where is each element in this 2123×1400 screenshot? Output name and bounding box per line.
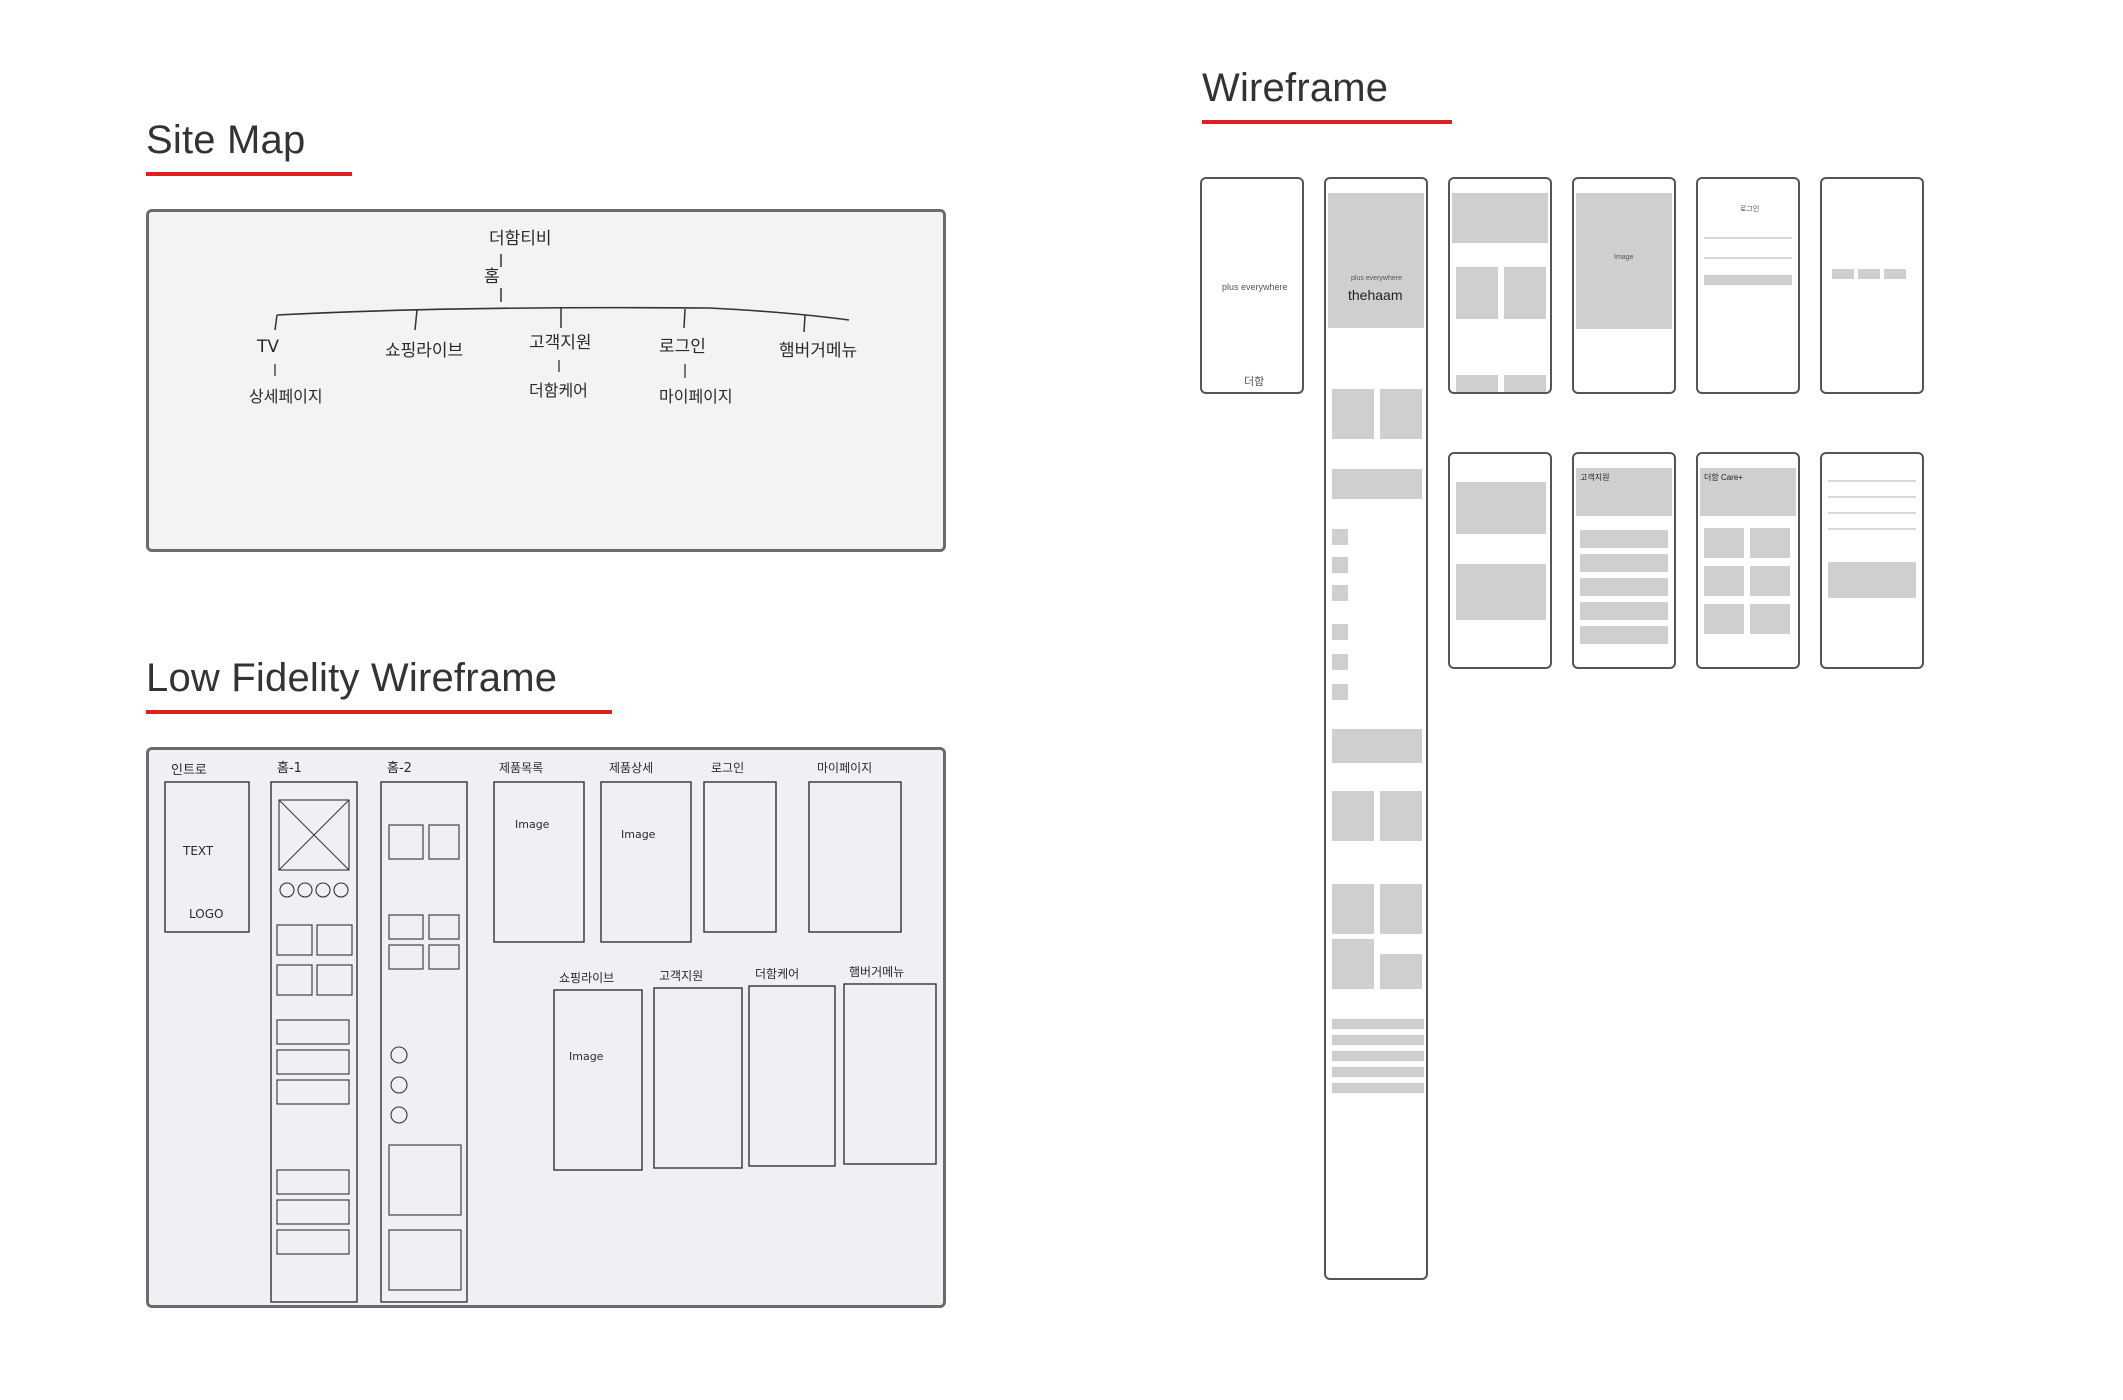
svg-text:홈-2: 홈-2 <box>387 761 412 776</box>
svg-text:Image: Image <box>569 1050 604 1063</box>
wireframe-underline <box>1202 120 1452 124</box>
wf-product-detail: Image <box>1572 177 1676 394</box>
svg-text:인트로: 인트로 <box>171 763 207 778</box>
svg-text:고객지원: 고객지원 <box>659 969 703 983</box>
low-fi-underline <box>146 710 612 714</box>
tree-tv-sub: 상세페이지 <box>249 387 323 406</box>
tree-menu: 햄버거메뉴 <box>779 341 857 361</box>
tree-home: 홈 <box>484 267 500 287</box>
site-map-photo: 더함티비 홈 TV 상세페이지 쇼핑라이브 고객지원 더함케어 로그인 마이페이… <box>146 209 946 552</box>
low-fi-sketches: 인트로 TEXT LOGO 홈-1 홈-2 제품목록 Image <box>149 750 943 1305</box>
cs-title: 고객지원 <box>1580 473 1610 482</box>
tree-login: 로그인 <box>659 337 706 357</box>
wf-hamburger-menu <box>1820 452 1924 669</box>
wf-customer-support: 고객지원 <box>1572 452 1676 669</box>
svg-text:Image: Image <box>515 818 550 831</box>
wf-login: 로그인 <box>1696 177 1800 394</box>
wf-mypage <box>1820 177 1924 394</box>
svg-text:햄버거메뉴: 햄버거메뉴 <box>849 965 904 979</box>
tree-root: 더함티비 <box>489 229 552 249</box>
wf-home: plus everywhere thehaam <box>1324 177 1428 1280</box>
login-title: 로그인 <box>1740 206 1760 213</box>
svg-text:제품상세: 제품상세 <box>609 761 653 775</box>
svg-text:Image: Image <box>621 828 656 841</box>
svg-text:마이페이지: 마이페이지 <box>817 761 872 775</box>
svg-text:로그인: 로그인 <box>711 761 744 775</box>
svg-text:제품목록: 제품목록 <box>499 761 543 775</box>
site-map-underline <box>146 172 352 176</box>
home-brand: thehaam <box>1348 287 1403 303</box>
wf-product-list <box>1448 177 1552 394</box>
svg-text:더함케어: 더함케어 <box>755 967 799 981</box>
tree-shop: 쇼핑라이브 <box>385 341 463 361</box>
tree-tv: TV <box>256 337 279 357</box>
low-fi-photo: 인트로 TEXT LOGO 홈-1 홈-2 제품목록 Image <box>146 747 946 1308</box>
splash-logo: 더함 <box>1244 376 1265 388</box>
wf-splash: plus everywhere 더함 <box>1200 177 1304 394</box>
wireframe-title: Wireframe <box>1202 66 1389 110</box>
tree-cs: 고객지원 <box>529 333 592 353</box>
tree-login-sub: 마이페이지 <box>659 387 733 406</box>
tree-cs-sub: 더함케어 <box>529 381 588 400</box>
low-fi-title: Low Fidelity Wireframe <box>146 656 558 700</box>
splash-tagline: plus everywhere <box>1222 282 1288 292</box>
wf-shopping-live <box>1448 452 1552 669</box>
svg-text:홈-1: 홈-1 <box>277 761 302 776</box>
site-map-tree: 더함티비 홈 TV 상세페이지 쇼핑라이브 고객지원 더함케어 로그인 마이페이… <box>149 212 943 549</box>
svg-text:LOGO: LOGO <box>189 907 223 921</box>
site-map-title: Site Map <box>146 118 306 162</box>
care-title: 더함 Care+ <box>1704 473 1743 482</box>
wf-care: 더함 Care+ <box>1696 452 1800 669</box>
svg-text:쇼핑라이브: 쇼핑라이브 <box>559 971 614 985</box>
svg-text:TEXT: TEXT <box>182 844 214 858</box>
